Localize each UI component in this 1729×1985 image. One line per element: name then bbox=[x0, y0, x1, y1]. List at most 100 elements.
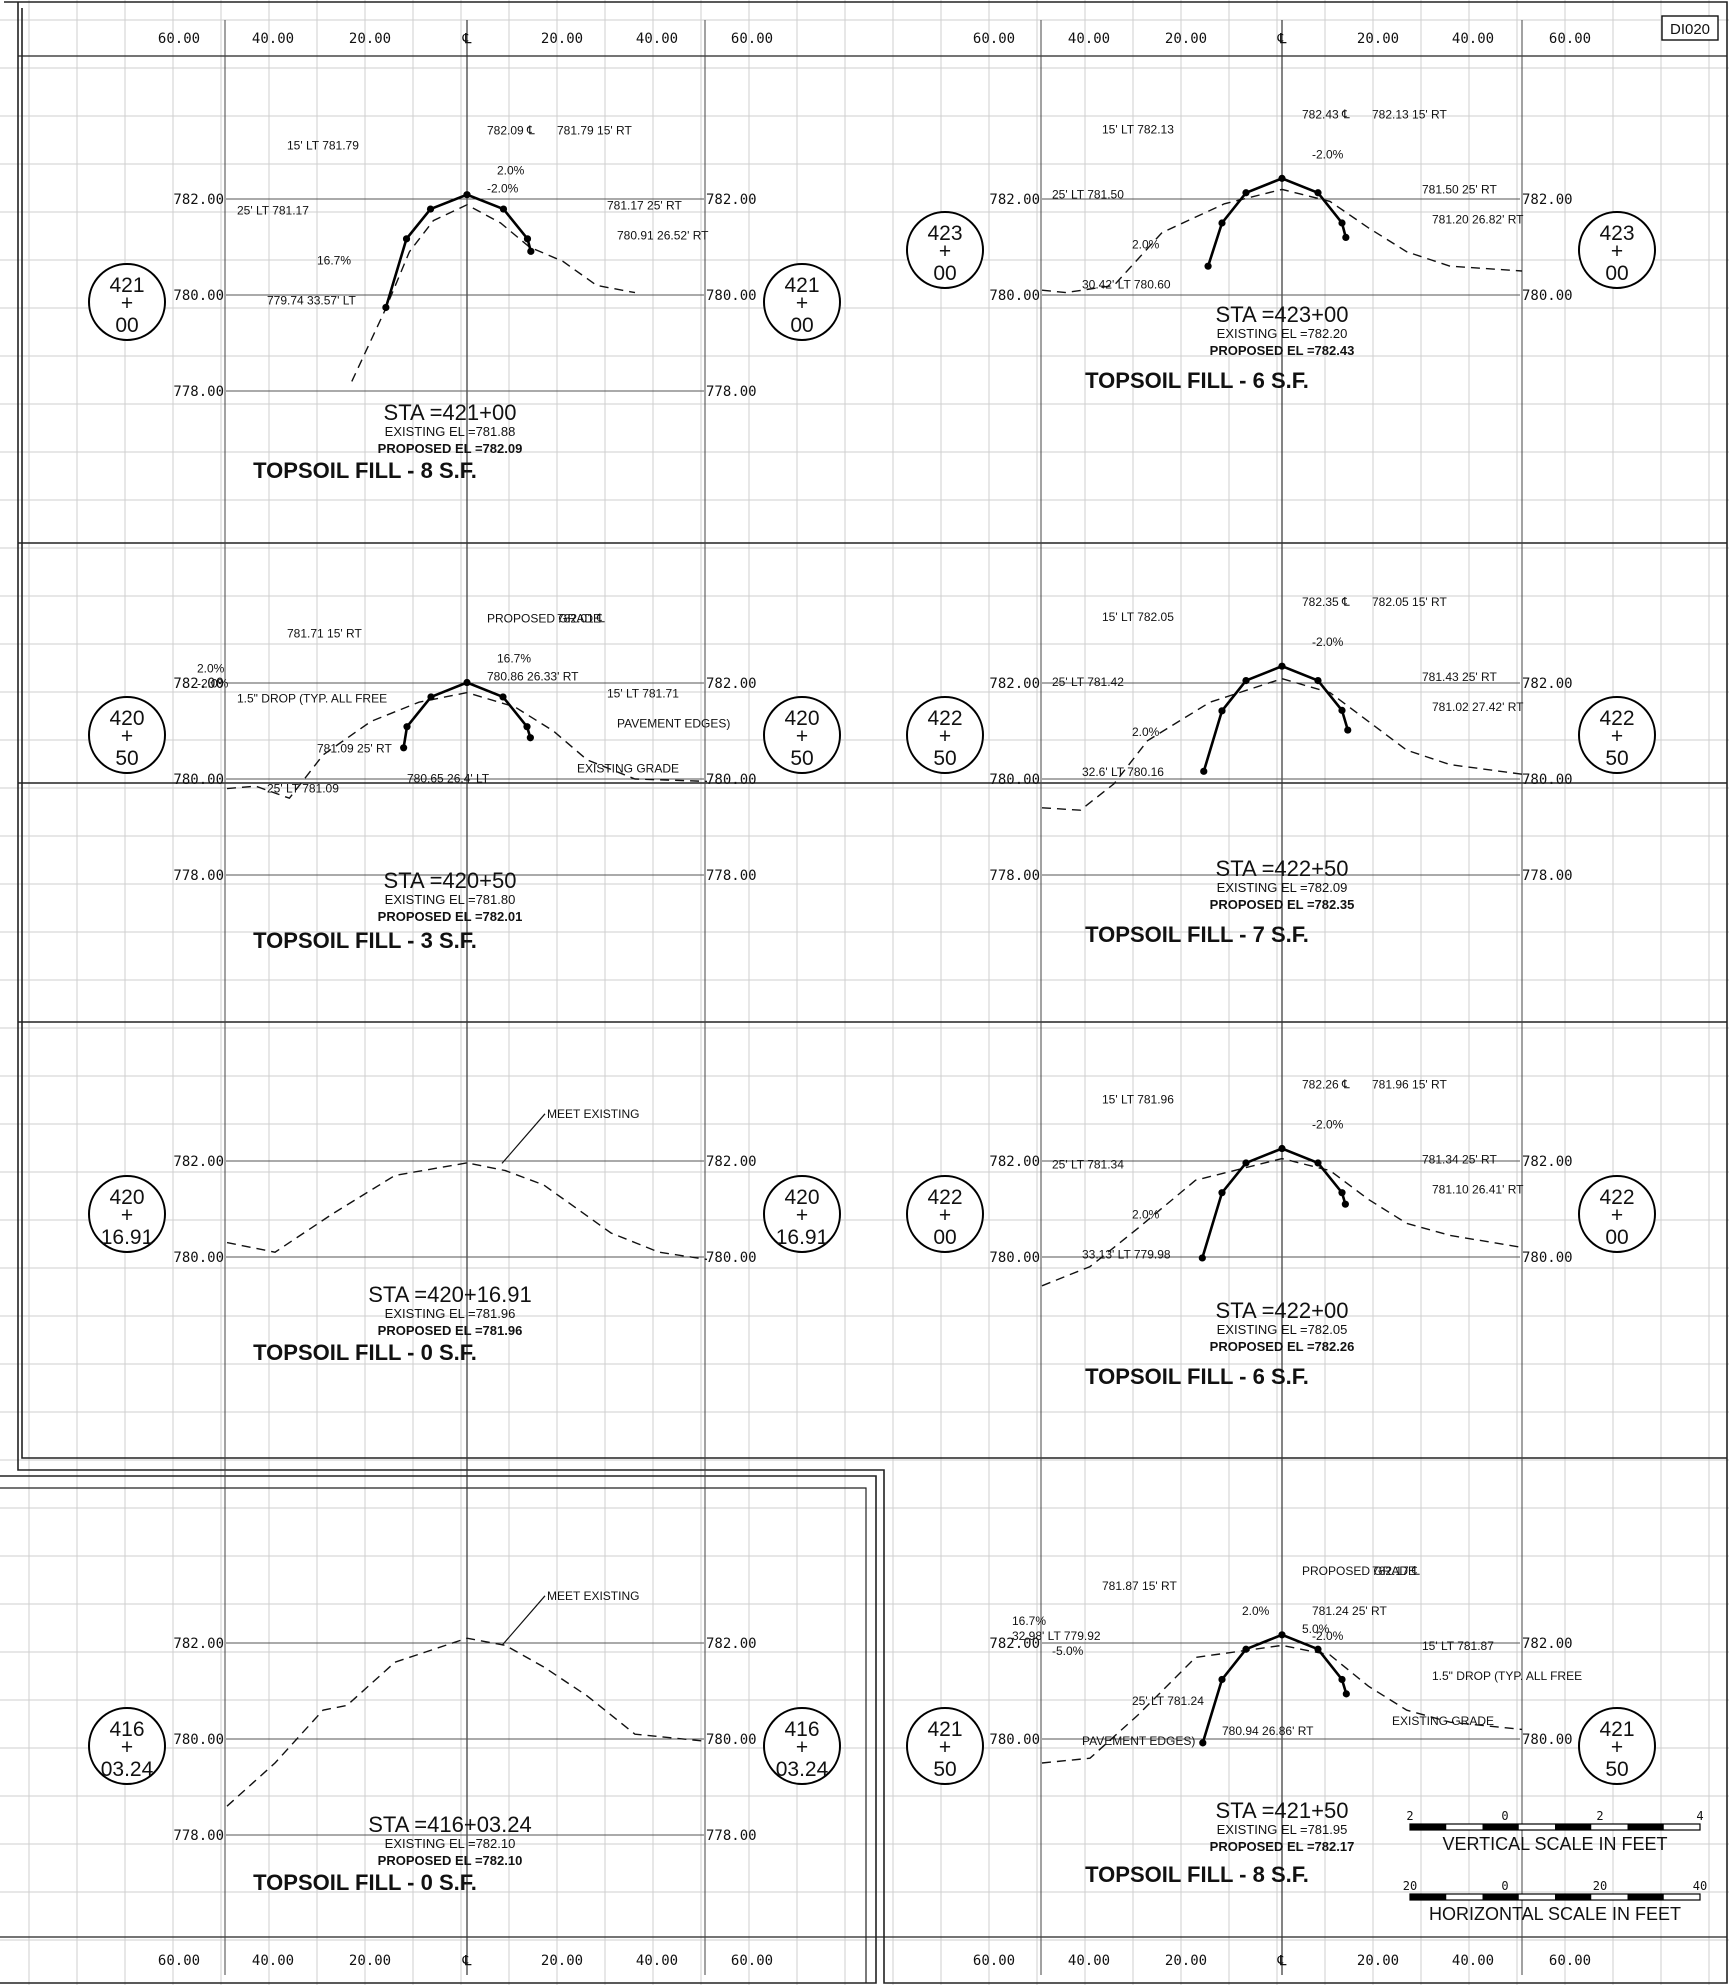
callout-label: 30.42' LT 780.60 bbox=[1082, 277, 1171, 291]
grade-point bbox=[1314, 677, 1322, 685]
elevation-label: 778.00 bbox=[706, 384, 757, 400]
grade-point bbox=[1344, 726, 1352, 734]
grade-point bbox=[1199, 1739, 1207, 1747]
proposed-elevation: PROPOSED EL =782.10 bbox=[378, 1853, 523, 1868]
existing-grade-line bbox=[1041, 1157, 1523, 1287]
elevation-label: 778.00 bbox=[173, 384, 224, 400]
callout-label: 15' LT 781.79 bbox=[287, 139, 359, 153]
existing-grade-line bbox=[351, 204, 636, 382]
grade-point bbox=[1218, 219, 1226, 227]
topsoil-fill-label: TOPSOIL FILL - 0 S.F. bbox=[253, 1870, 477, 1895]
axis-tick-label: ℄ bbox=[462, 1953, 472, 1969]
elevation-label: 782.00 bbox=[173, 676, 224, 692]
callout-label: 15' LT 782.13 bbox=[1102, 122, 1174, 136]
elevation-label: 782.00 bbox=[1522, 676, 1573, 692]
grade-point bbox=[499, 205, 508, 213]
callout-label: 2.0% bbox=[497, 164, 525, 178]
callout-label: 781.34 25' RT bbox=[1422, 1153, 1497, 1167]
callout-label: 5.0% bbox=[1302, 1622, 1330, 1636]
callout-label: -2.0% bbox=[1312, 635, 1344, 649]
callout-label: 25' LT 781.17 bbox=[237, 204, 309, 218]
station-plus: + bbox=[121, 725, 133, 748]
station-title: STA =420+50 bbox=[384, 868, 517, 893]
callout-label: 33.13' LT 779.98 bbox=[1082, 1248, 1171, 1262]
scale-tick-label: 4 bbox=[1696, 1809, 1703, 1823]
elevation-label: 782.00 bbox=[1522, 1636, 1573, 1652]
elevation-label: 782.00 bbox=[173, 1154, 224, 1170]
station-circle bbox=[88, 263, 166, 341]
grade-point bbox=[1338, 706, 1346, 714]
station-circle bbox=[1578, 211, 1656, 289]
station-number: 422 bbox=[927, 1186, 962, 1209]
inner-frame-left bbox=[21, 8, 884, 1459]
station-title: STA =421+50 bbox=[1216, 1798, 1349, 1823]
station-number: 422 bbox=[1599, 707, 1634, 730]
axis-tick-label: 40.00 bbox=[252, 1953, 294, 1969]
callout-label: 781.02 27.42' RT bbox=[1432, 700, 1524, 714]
station-circle bbox=[906, 1707, 984, 1785]
grade-point bbox=[1200, 767, 1208, 775]
existing-grade-line bbox=[226, 1162, 708, 1261]
axis-tick-label: ℄ bbox=[462, 31, 472, 47]
scale-label: HORIZONTAL SCALE IN FEET bbox=[1429, 1904, 1681, 1924]
grade-point bbox=[463, 678, 471, 687]
callout-label: EXISTING GRADE bbox=[1392, 1714, 1494, 1728]
grade-point bbox=[1204, 262, 1212, 270]
grade-point bbox=[523, 723, 531, 731]
axis-tick-label: 40.00 bbox=[636, 31, 678, 47]
callout-label: 32.98' LT 779.92 bbox=[1012, 1629, 1101, 1643]
existing-elevation: EXISTING EL =781.95 bbox=[1217, 1822, 1348, 1837]
station-number: 416 bbox=[784, 1718, 819, 1741]
axis-tick-label: 20.00 bbox=[1165, 1953, 1207, 1969]
station-plus: + bbox=[939, 1204, 951, 1227]
grade-point bbox=[526, 734, 534, 742]
station-offset: 03.24 bbox=[776, 1758, 829, 1781]
callout-label: -2.0% bbox=[487, 182, 519, 196]
elevation-label: 780.00 bbox=[989, 1250, 1040, 1266]
callout-label: 25' LT 781.34 bbox=[1052, 1158, 1124, 1172]
elevation-label: 780.00 bbox=[989, 1732, 1040, 1748]
station-offset: 50 bbox=[1605, 1758, 1628, 1781]
axis-tick-label: 40.00 bbox=[1068, 1953, 1110, 1969]
axis-tick-label: ℄ bbox=[1277, 31, 1287, 47]
existing-grade-line bbox=[1041, 1644, 1523, 1764]
station-circle bbox=[763, 1707, 841, 1785]
existing-elevation: EXISTING EL =782.05 bbox=[1217, 1322, 1348, 1337]
grade-point bbox=[523, 235, 532, 243]
topsoil-fill-label: TOPSOIL FILL - 7 S.F. bbox=[1085, 922, 1309, 947]
axis-tick-label: 40.00 bbox=[1068, 31, 1110, 47]
station-circle bbox=[1578, 696, 1656, 774]
station-number: 420 bbox=[109, 1186, 144, 1209]
station-number: 423 bbox=[1599, 222, 1634, 245]
axis-tick-label: 20.00 bbox=[541, 1953, 583, 1969]
topsoil-fill-label: TOPSOIL FILL - 6 S.F. bbox=[1085, 1364, 1309, 1389]
station-number: 421 bbox=[1599, 1718, 1634, 1741]
callout-label: 782.43 ℄ bbox=[1302, 107, 1350, 121]
station-offset: 50 bbox=[933, 747, 956, 770]
grade-point bbox=[382, 303, 390, 312]
elevation-label: 782.00 bbox=[706, 192, 757, 208]
station-number: 422 bbox=[1599, 1186, 1634, 1209]
station-offset: 03.24 bbox=[101, 1758, 154, 1781]
axis-tick-label: 20.00 bbox=[1357, 1953, 1399, 1969]
axis-tick-label: 20.00 bbox=[349, 31, 391, 47]
callout-label: 2.0% bbox=[1132, 237, 1160, 251]
callout-leader bbox=[501, 1595, 546, 1646]
callout-label: 25' LT 781.24 bbox=[1132, 1694, 1204, 1708]
existing-elevation: EXISTING EL =782.10 bbox=[385, 1836, 516, 1851]
elevation-label: 782.00 bbox=[989, 676, 1040, 692]
station-offset: 00 bbox=[115, 314, 138, 337]
station-offset: 00 bbox=[1605, 1226, 1628, 1249]
callout-label: 781.96 15' RT bbox=[1372, 1078, 1447, 1092]
elevation-label: 780.00 bbox=[1522, 772, 1573, 788]
topsoil-fill-label: TOPSOIL FILL - 6 S.F. bbox=[1085, 368, 1309, 393]
elevation-label: 780.00 bbox=[989, 772, 1040, 788]
grade-point bbox=[499, 693, 507, 701]
